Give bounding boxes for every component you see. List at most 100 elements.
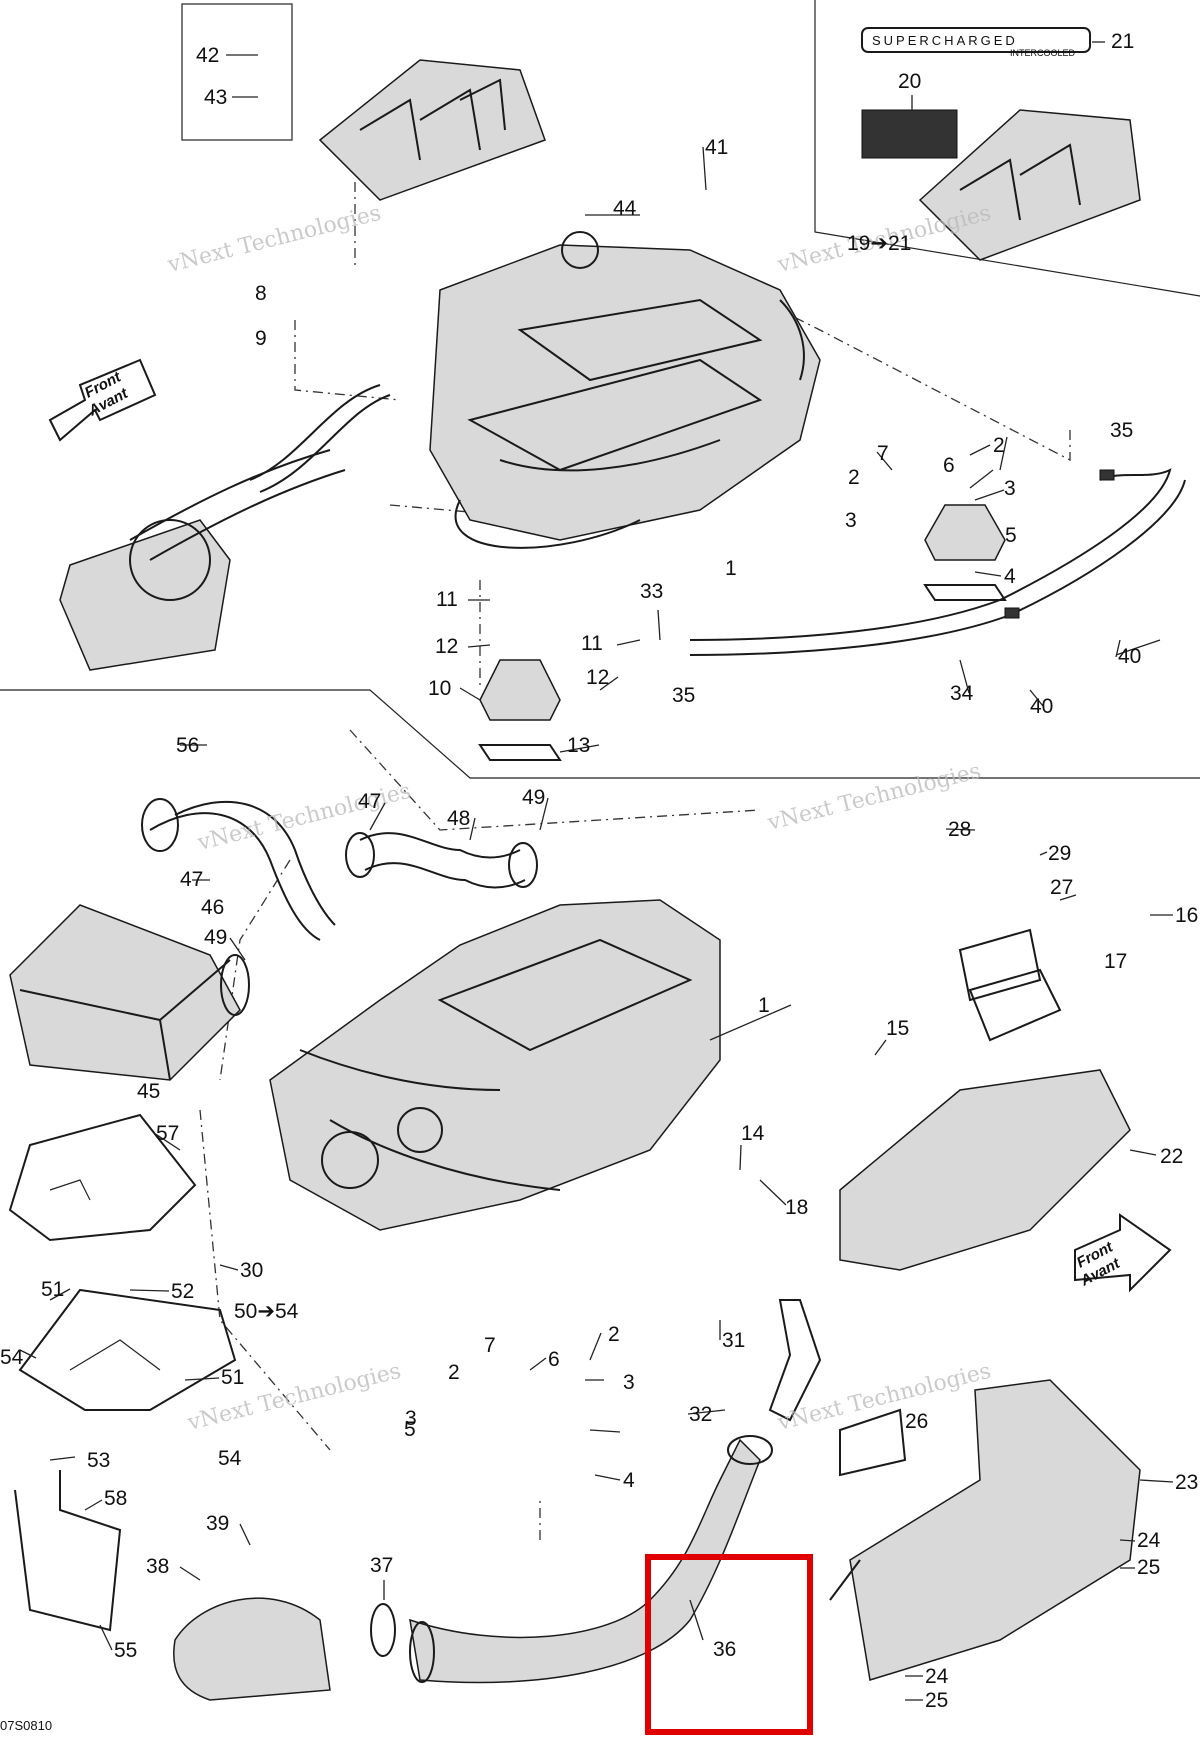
callout-label: 45	[137, 1080, 160, 1103]
callout-label: 29	[1048, 842, 1071, 865]
callout-label: 24	[925, 1665, 949, 1688]
leader-line	[999, 436, 1008, 471]
callout-label: 8	[255, 282, 267, 305]
leader-line	[945, 828, 976, 831]
leader-line	[739, 1144, 742, 1171]
callout-label: 2	[448, 1361, 460, 1384]
callout-label: 24	[1137, 1529, 1161, 1552]
callout-label: 28	[948, 818, 971, 841]
callout-label: 27	[1050, 876, 1073, 899]
callout-label: 12	[435, 635, 458, 658]
airbox-base	[829, 1379, 1141, 1681]
callout-label: 4	[1004, 565, 1016, 588]
leader-line	[49, 1456, 76, 1461]
decal-line2: INTERCOOLED	[1010, 48, 1076, 58]
callout-label: 13	[567, 734, 590, 757]
leader-line	[616, 639, 641, 646]
leader-line	[99, 1624, 113, 1651]
watermark-6: vNext Technologies	[774, 1359, 993, 1436]
engine-cover-top	[318, 59, 546, 201]
leader-line	[589, 1429, 621, 1433]
callout-label: 19➔21	[847, 232, 911, 255]
callout-label: 6	[548, 1348, 560, 1371]
leader-line	[459, 687, 481, 701]
leader-line	[1115, 639, 1161, 656]
leader-line	[969, 444, 991, 456]
section-frames	[0, 0, 1200, 779]
callout-label: 51	[221, 1366, 244, 1389]
leader-line	[467, 644, 491, 648]
diagram-code: 07S0810	[0, 1718, 52, 1733]
resonator	[768, 928, 1131, 1422]
leader-line	[179, 1566, 201, 1581]
callout-label: 3	[623, 1371, 635, 1394]
engine-mounts-top	[478, 504, 1007, 761]
leader-line	[184, 1377, 220, 1381]
callout-label: 48	[447, 807, 470, 830]
callout-label: 54	[218, 1447, 242, 1470]
upper-engine	[249, 231, 821, 549]
callout-label: 44	[613, 197, 637, 220]
callout-label: 50➔54	[234, 1300, 299, 1323]
leader-line	[1039, 851, 1048, 856]
callout-label: 18	[785, 1196, 808, 1219]
callout-label: 11	[436, 588, 458, 611]
leader-line	[876, 451, 893, 471]
callout-label: 33	[640, 580, 663, 603]
decal-line1: SUPERCHARGED	[872, 33, 1018, 48]
leader-lines	[19, 41, 1174, 1701]
leader-line	[229, 937, 246, 961]
callout-label: 36	[713, 1638, 736, 1661]
leader-line	[1029, 689, 1044, 707]
callout-label: 23	[1175, 1471, 1198, 1494]
front-arrow-top: Front Avant	[48, 358, 157, 442]
engine-cover-right: SUPERCHARGED INTERCOOLED	[861, 27, 1141, 261]
leader-line	[1115, 639, 1121, 658]
intake-pipe	[173, 1435, 773, 1701]
leader-line	[49, 1288, 71, 1301]
leader-line	[1129, 1149, 1157, 1156]
callout-label: 7	[484, 1334, 496, 1357]
leader-line	[589, 1332, 602, 1361]
callout-label: 58	[104, 1487, 127, 1510]
callout-label: 53	[87, 1449, 110, 1472]
callout-label: 47	[180, 868, 203, 891]
support-plate	[18, 1288, 237, 1411]
callout-label: 14	[741, 1122, 765, 1145]
callout-label: 26	[905, 1410, 928, 1433]
callout-label: 43	[204, 86, 227, 109]
intercooler	[9, 904, 250, 1081]
callout-label: 3	[845, 509, 857, 532]
callout-label: 49	[522, 786, 545, 809]
callout-label: 49	[204, 926, 227, 949]
warning-decal	[861, 109, 958, 159]
callout-label: 5	[404, 1418, 416, 1441]
watermark-1: vNext Technologies	[164, 201, 383, 278]
leader-line	[759, 1179, 787, 1206]
leader-line	[539, 797, 549, 831]
callout-label: 4	[623, 1469, 635, 1492]
callout-label: 1	[725, 557, 737, 580]
callout-label: 2	[608, 1323, 620, 1346]
callout-label: 39	[206, 1512, 229, 1535]
air-ducts	[141, 798, 538, 941]
callout-label: 31	[722, 1329, 745, 1352]
leader-line	[974, 489, 1005, 501]
leader-line	[1059, 894, 1077, 901]
callout-label: 22	[1160, 1145, 1183, 1168]
callout-label: 6	[943, 454, 955, 477]
leader-line	[959, 659, 970, 694]
leader-line	[969, 469, 994, 489]
leader-line	[239, 1523, 251, 1546]
supercharged-decal	[861, 27, 1091, 53]
callout-label: 1	[758, 994, 770, 1017]
callout-label: 7	[877, 442, 889, 465]
callout-label: 9	[255, 327, 267, 350]
leader-line	[84, 1499, 103, 1511]
airbox-top	[59, 449, 346, 671]
leader-line	[19, 1349, 37, 1359]
callout-label: 20	[898, 70, 921, 93]
leader-line	[599, 676, 619, 691]
leader-line	[657, 609, 661, 641]
